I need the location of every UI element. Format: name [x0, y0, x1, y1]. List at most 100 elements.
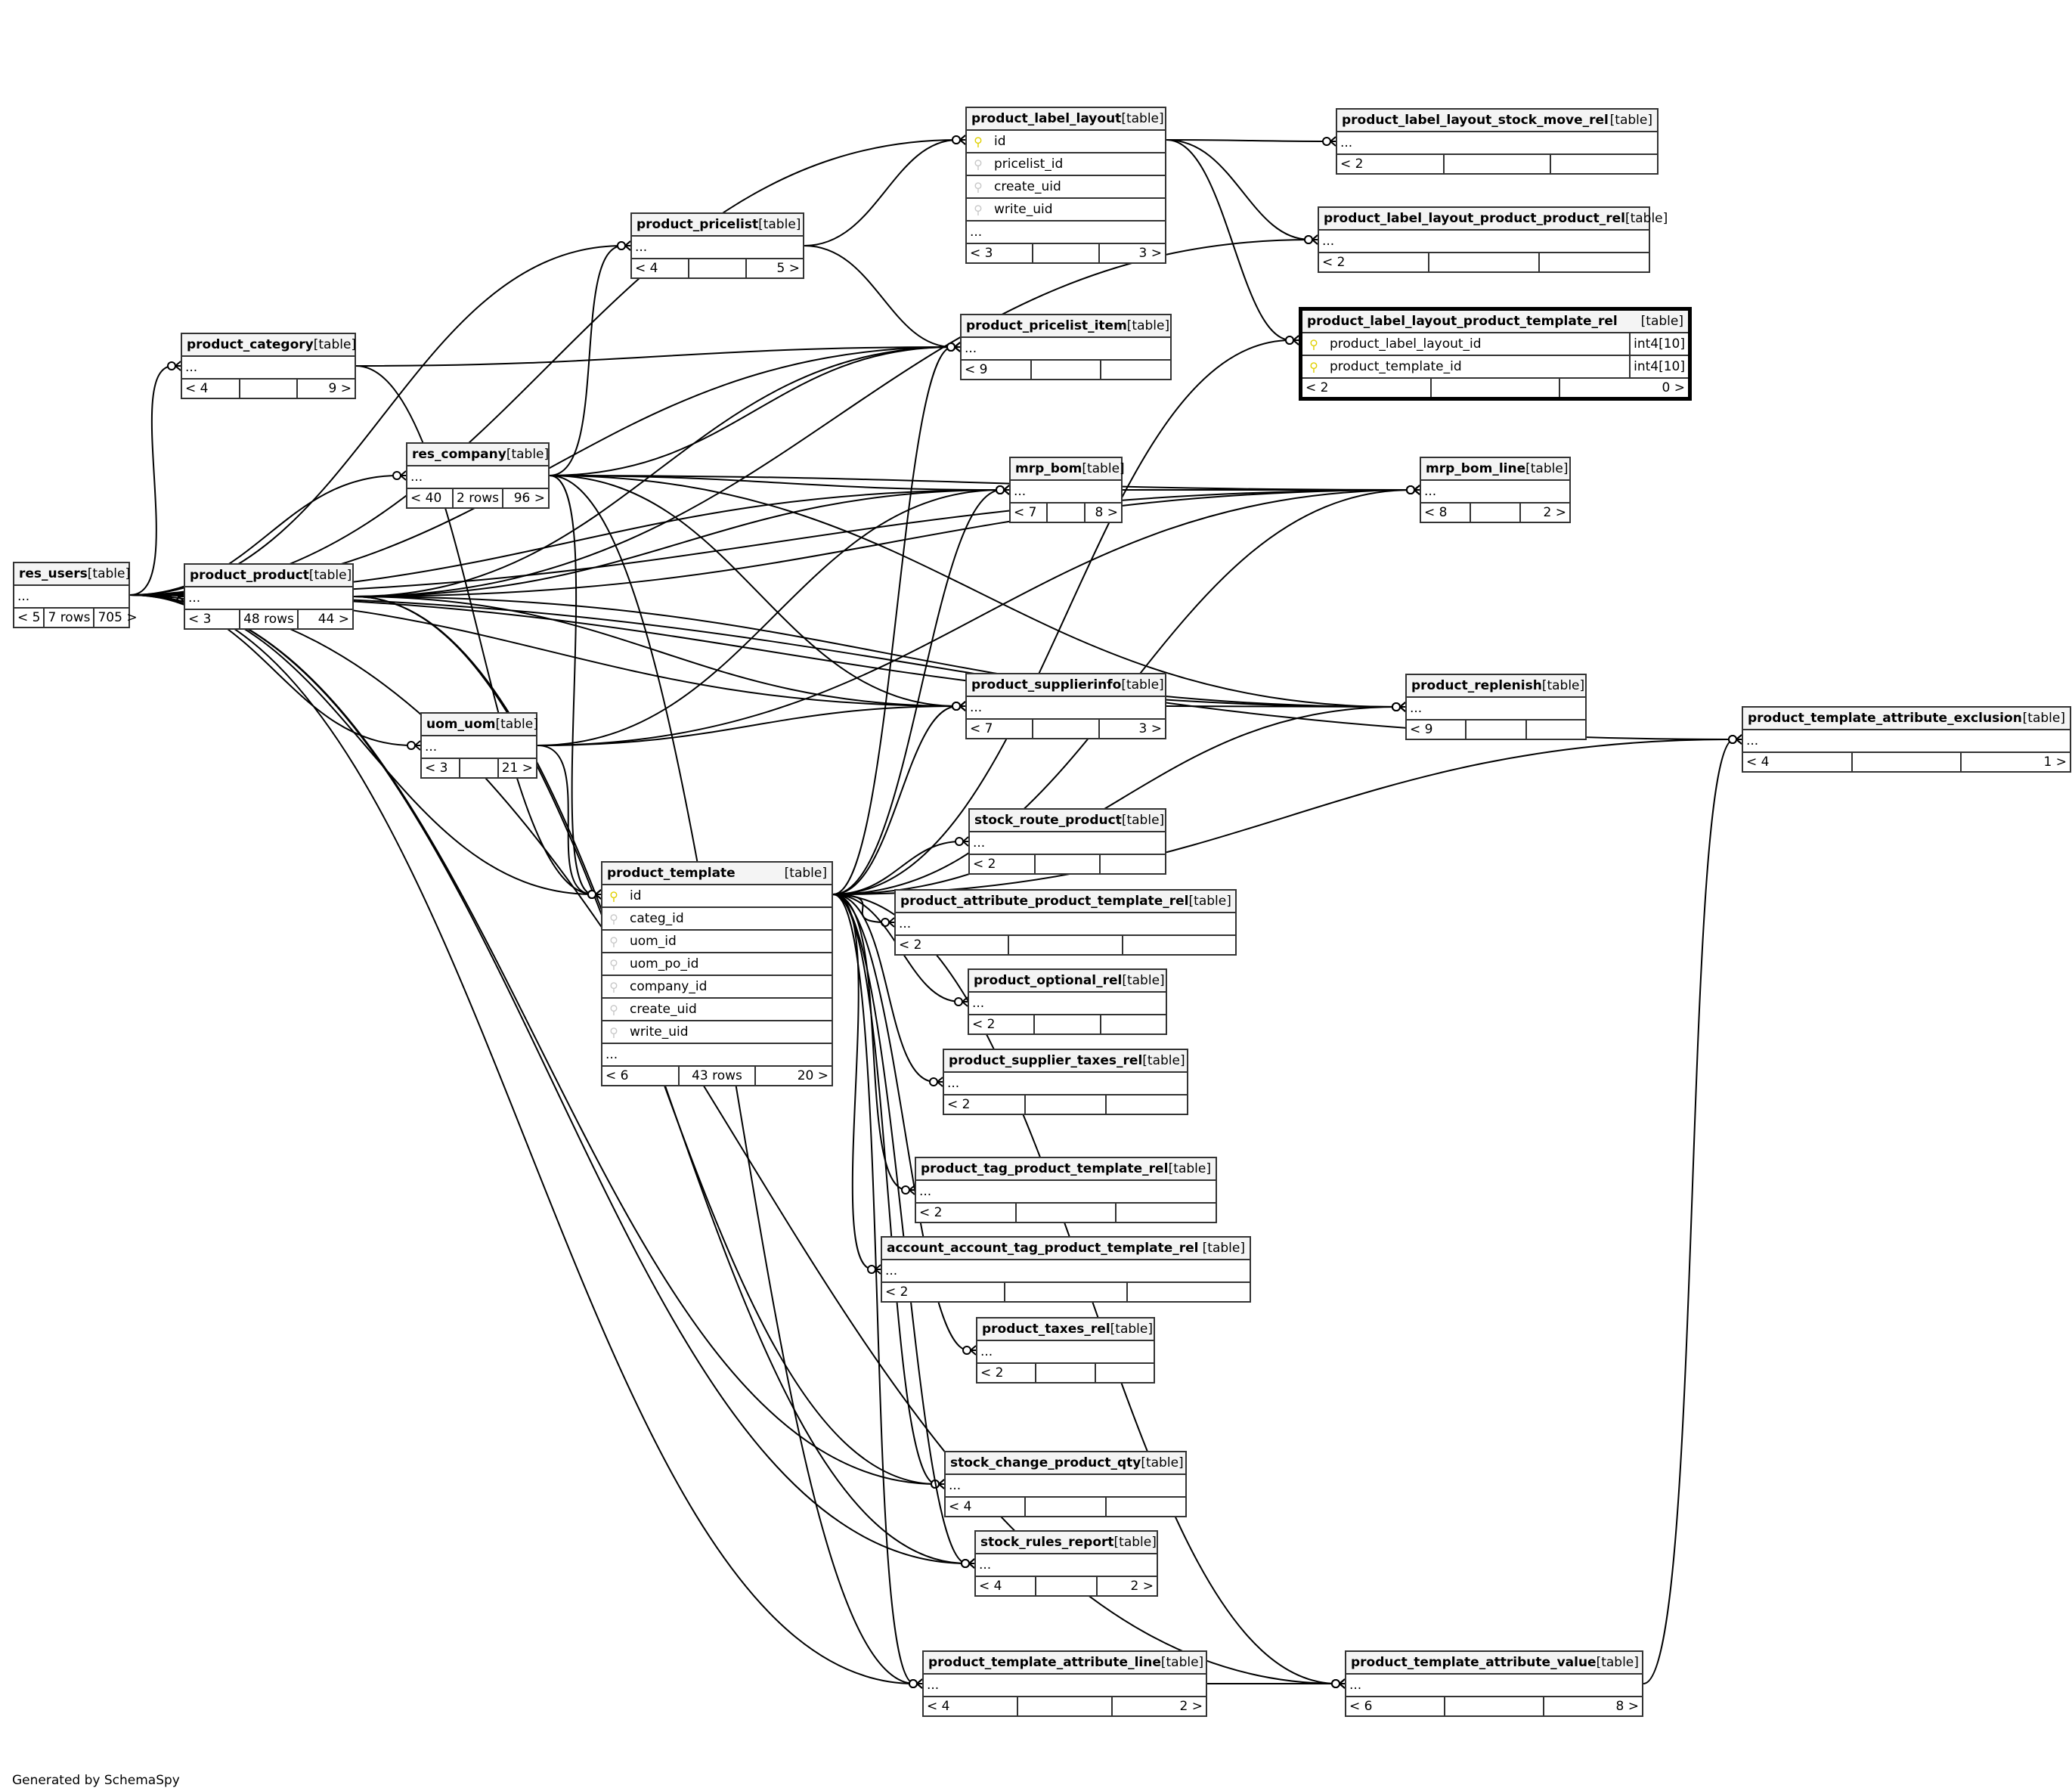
table-header[interactable]: product_product[table]	[185, 565, 352, 587]
child-count[interactable]: 0 >	[1662, 380, 1686, 395]
child-count[interactable]: 5 >	[776, 261, 800, 276]
parent-count[interactable]: < 2	[916, 1204, 1017, 1222]
column-name[interactable]: uom_id	[630, 934, 677, 949]
column-name[interactable]: product_label_layout_id	[1330, 336, 1482, 352]
table-name[interactable]: res_company	[412, 447, 506, 462]
child-count[interactable]	[1107, 1095, 1187, 1114]
table-name[interactable]: product_category	[187, 337, 314, 352]
column-row[interactable]: ⚲id	[967, 131, 1165, 153]
parent-count[interactable]: < 2	[970, 855, 1036, 873]
child-count[interactable]	[1107, 1498, 1185, 1516]
child-count[interactable]: 96 >	[513, 491, 545, 506]
table-header[interactable]: product_template_attribute_line[table]	[924, 1652, 1206, 1675]
parent-count[interactable]: < 2	[896, 936, 1010, 954]
child-count[interactable]: 9 >	[328, 381, 352, 396]
column-name[interactable]: id	[630, 888, 642, 903]
table-header[interactable]: product_category[table]	[182, 334, 356, 357]
table-header[interactable]: stock_change_product_qty[table]	[946, 1452, 1185, 1475]
table-product-optional-rel[interactable]: product_optional_rel[table]...< 2	[968, 968, 1167, 1035]
table-header[interactable]: product_pricelist_item[table]	[962, 315, 1170, 338]
table-name[interactable]: product_product	[190, 568, 309, 583]
table-header[interactable]: product_taxes_rel[table]	[977, 1319, 1154, 1341]
table-name[interactable]: stock_change_product_qty	[950, 1455, 1141, 1470]
child-count[interactable]: 8 >	[1615, 1699, 1639, 1714]
table-header[interactable]: product_label_layout[table]	[967, 108, 1165, 131]
table-header[interactable]: uom_uom[table]	[422, 714, 538, 736]
column-row[interactable]: ⚲pricelist_id	[967, 153, 1165, 176]
child-count[interactable]: 20 >	[797, 1068, 829, 1083]
parent-count[interactable]: < 3	[422, 759, 460, 777]
child-count[interactable]	[1101, 855, 1165, 873]
column-row[interactable]: ⚲write_uid	[967, 199, 1165, 222]
table-name[interactable]: product_pricelist	[636, 217, 759, 232]
parent-count[interactable]: < 6	[1346, 1697, 1445, 1715]
table-product-taxes-rel[interactable]: product_taxes_rel[table]...< 2	[976, 1317, 1155, 1384]
child-count[interactable]: 2 >	[1179, 1699, 1203, 1714]
table-name[interactable]: product_supplier_taxes_rel	[949, 1053, 1143, 1068]
column-name[interactable]: pricelist_id	[994, 156, 1064, 172]
child-count[interactable]	[1117, 1204, 1216, 1222]
table-name[interactable]: product_pricelist_item	[966, 318, 1127, 333]
column-name[interactable]: id	[994, 134, 1006, 149]
parent-count[interactable]: < 4	[182, 380, 240, 398]
table-name[interactable]: product_optional_rel	[974, 973, 1123, 988]
table-header[interactable]: mrp_bom_line[table]	[1421, 458, 1569, 481]
table-header[interactable]: product_label_layout_product_product_rel…	[1319, 208, 1668, 231]
table-product-template[interactable]: product_template[table]⚲id⚲categ_id⚲uom_…	[601, 861, 833, 1086]
parent-count[interactable]: < 8	[1421, 504, 1471, 522]
child-count[interactable]: 1 >	[2043, 755, 2067, 770]
table-stock-route-product[interactable]: stock_route_product[table]...< 2	[968, 808, 1166, 875]
parent-count[interactable]: < 3	[185, 610, 241, 628]
parent-count[interactable]: < 2	[1319, 253, 1429, 271]
table-header[interactable]: product_label_layout_product_template_re…	[1302, 311, 1688, 333]
column-row[interactable]: ⚲uom_id	[602, 931, 832, 953]
parent-count[interactable]: < 4	[946, 1498, 1027, 1516]
parent-count[interactable]: < 4	[632, 259, 689, 277]
table-name[interactable]: product_template	[607, 866, 736, 881]
table-product-template-attribute-line[interactable]: product_template_attribute_line[table]..…	[922, 1650, 1207, 1717]
table-header[interactable]: product_template_attribute_exclusion[tab…	[1743, 708, 2070, 730]
table-header[interactable]: account_account_tag_product_template_rel…	[882, 1238, 1250, 1260]
column-row[interactable]: ⚲write_uid	[602, 1021, 832, 1044]
table-product-template-attribute-value[interactable]: product_template_attribute_value[table].…	[1345, 1650, 1643, 1717]
table-name[interactable]: product_tag_product_template_rel	[921, 1161, 1169, 1176]
child-count[interactable]: 3 >	[1138, 721, 1162, 736]
table-header[interactable]: res_company[table]	[407, 444, 549, 466]
child-count[interactable]: 44 >	[317, 612, 350, 627]
table-name[interactable]: product_label_layout_product_product_rel	[1324, 211, 1625, 226]
table-name[interactable]: product_attribute_product_template_rel	[900, 894, 1189, 909]
child-count[interactable]: 705 >	[98, 610, 138, 625]
parent-count[interactable]: < 4	[976, 1577, 1037, 1595]
table-name[interactable]: product_label_layout_stock_move_rel	[1342, 113, 1609, 128]
parent-count[interactable]: < 5	[14, 609, 45, 627]
column-row[interactable]: ⚲create_uid	[967, 176, 1165, 199]
table-product-label-layout-product-product-rel[interactable]: product_label_layout_product_product_rel…	[1318, 206, 1668, 273]
parent-count[interactable]: < 2	[1337, 155, 1445, 173]
child-count[interactable]: 21 >	[501, 761, 533, 776]
table-name[interactable]: uom_uom	[426, 717, 496, 732]
column-name[interactable]: categ_id	[630, 911, 684, 926]
column-name[interactable]: uom_po_id	[630, 956, 699, 971]
column-row[interactable]: ⚲uom_po_id	[602, 953, 832, 976]
table-product-supplier-taxes-rel[interactable]: product_supplier_taxes_rel[table]...< 2	[943, 1049, 1188, 1115]
parent-count[interactable]: < 7	[967, 720, 1033, 738]
table-stock-change-product-qty[interactable]: stock_change_product_qty[table]...< 4	[944, 1451, 1187, 1517]
column-row[interactable]: ⚲company_id	[602, 976, 832, 999]
table-product-label-layout-stock-move-rel[interactable]: product_label_layout_stock_move_rel[tabl…	[1336, 108, 1659, 175]
table-name[interactable]: product_template_attribute_value	[1351, 1655, 1597, 1670]
table-product-tag-product-template-rel[interactable]: product_tag_product_template_rel[table].…	[915, 1157, 1217, 1223]
table-name[interactable]: product_template_attribute_line	[928, 1655, 1161, 1670]
parent-count[interactable]: < 2	[977, 1364, 1037, 1382]
child-count[interactable]	[1540, 253, 1649, 271]
column-row[interactable]: ⚲categ_id	[602, 908, 832, 931]
table-header[interactable]: product_template_attribute_value[table]	[1346, 1652, 1642, 1675]
